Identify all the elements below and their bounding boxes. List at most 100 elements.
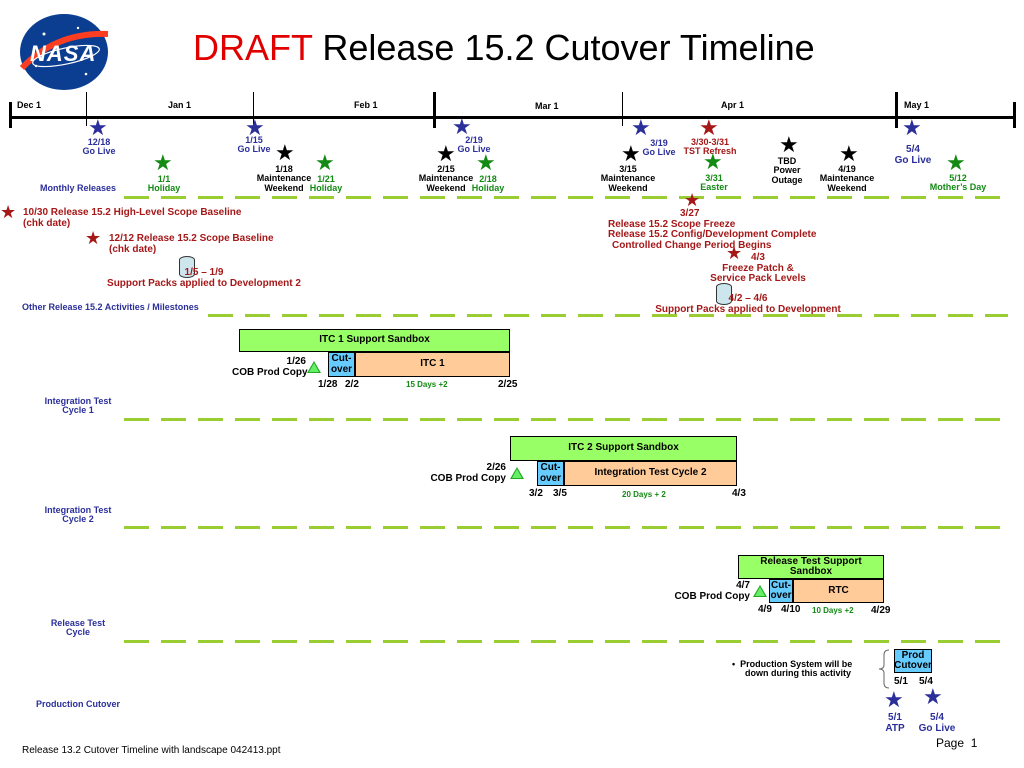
black-star-icon: ★ [275,140,295,165]
red-star-icon: ★ [684,190,701,210]
red-star-icon: ★ [699,115,719,140]
page-number: Page 1 [936,736,978,750]
month-label-mar: Mar 1 [535,101,559,111]
itc2-bar: Integration Test Cycle 2 [564,461,737,486]
black-star-icon: ★ [436,141,456,166]
green-star-icon: ★ [946,150,966,175]
rtc-date-start: 4/9 [758,604,772,615]
blue-star-icon: ★ [452,114,472,139]
timeline-tick [433,92,436,128]
itc1-date-end: 2/25 [498,379,518,390]
prod-note: • Production System will be down during … [732,659,853,679]
red-star-icon: ★ [85,228,102,248]
brace-icon [878,649,890,689]
month-label-feb: Feb 1 [354,100,378,110]
blue-star-icon: ★ [923,684,943,709]
rtc-duration: 10 Days +2 [812,606,854,615]
timeline-tick [253,92,254,126]
green-star-icon: ★ [315,150,335,175]
itc2-cutover-box: Cut-over [537,461,564,486]
title-draft: DRAFT [193,27,313,68]
row-label-monthly: Monthly Releases [40,183,117,193]
prod-copy-triangle-icon [510,467,524,479]
itc1-date-start: 1/28 [318,379,338,390]
nasa-logo: NASA [16,12,112,92]
black-star-icon: ★ [839,141,859,166]
green-star-icon: ★ [153,150,173,175]
page-title: DRAFT Release 15.2 Cutover Timeline [193,30,815,66]
title-text: Release 15.2 Cutover Timeline [322,27,815,68]
timeline-tick [9,102,12,128]
row-label-other: Other Release 15.2 Activities / Mileston… [22,302,199,312]
itc2-sandbox-bar: ITC 2 Support Sandbox [510,436,737,461]
month-label-may: May 1 [904,100,930,110]
rtc-date-end: 4/29 [871,605,891,616]
itc1-date-second: 2/2 [345,379,359,390]
prod-copy-triangle-icon [753,585,767,597]
row-divider [124,640,1008,643]
prod-copy-triangle-icon [307,361,321,373]
timeline-axis [10,116,1016,119]
activity-1212: 12/12 Release 15.2 Scope Baseline(chk da… [109,233,274,255]
timeline-tick [895,92,898,128]
row-divider [124,418,1008,421]
itc2-date-end: 4/3 [732,488,746,499]
black-star-icon: ★ [621,141,641,166]
green-star-icon: ★ [476,150,496,175]
blue-star-icon: ★ [884,687,904,712]
rtc-cutover-box: Cut-over [769,579,793,603]
activity-0327: 3/27 Release 15.2 Scope Freeze Release 1… [608,208,817,251]
nasa-logo-text: NASA [30,41,97,66]
itc2-duration: 20 Days + 2 [622,490,666,499]
itc1-cutover-box: Cut-over [328,352,355,377]
database-icon [179,256,195,278]
timeline-tick [622,92,623,126]
itc1-duration: 15 Days +2 [406,380,448,389]
timeline-tick [1013,102,1016,128]
activity-1030: 10/30 Release 15.2 High-Level Scope Base… [23,207,242,229]
itc1-sandbox-bar: ITC 1 Support Sandbox [239,329,510,352]
blue-star-icon: ★ [631,115,651,140]
row-divider [124,196,1008,199]
timeline-tick [86,92,87,126]
blue-star-icon: ★ [245,115,265,140]
row-divider [208,314,1008,317]
rtc-date-second: 4/10 [781,604,801,615]
black-star-icon: ★ [779,132,799,157]
bullet-icon: • [732,659,736,669]
red-star-icon: ★ [726,243,743,263]
blue-star-icon: ★ [88,115,108,140]
red-star-icon: ★ [0,202,17,222]
prod-date-start: 5/1 [894,676,908,687]
row-divider [124,526,1008,529]
prod-date-end: 5/4 [919,676,933,687]
month-label-apr: Apr 1 [721,100,745,110]
